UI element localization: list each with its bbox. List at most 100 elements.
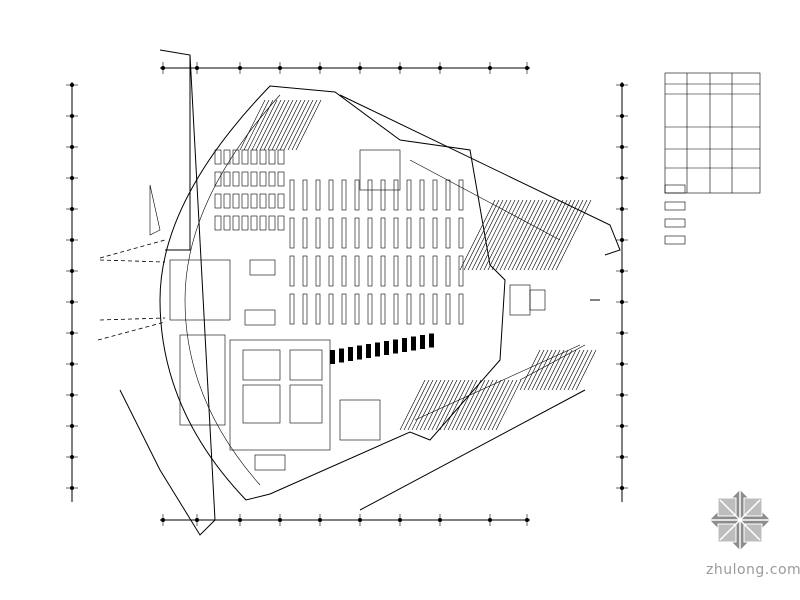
axis-bubble [620, 362, 624, 366]
axis-bubble [488, 518, 492, 522]
shelf [289, 179, 295, 211]
hatch-line [495, 379, 522, 431]
hatch-line [483, 199, 520, 271]
hatch-line [471, 379, 498, 431]
grid-axes [66, 62, 628, 526]
hatch-line [467, 379, 494, 431]
hatch-line [499, 199, 536, 271]
hatch-line [503, 199, 540, 271]
shelf [354, 217, 360, 249]
shelf [277, 149, 285, 165]
hatch-line [275, 99, 302, 151]
shelf [419, 293, 425, 325]
axis-bubble [525, 66, 529, 70]
shelf [406, 255, 412, 287]
hatch-line [491, 199, 528, 271]
hatch-line [547, 199, 584, 271]
hatch-line [487, 199, 524, 271]
shelf [214, 171, 222, 187]
shelf [214, 149, 222, 165]
shelf [419, 217, 425, 249]
axis-bubble [620, 424, 624, 428]
hatch-line [291, 99, 318, 151]
shelf [302, 255, 308, 287]
hatch-line [531, 349, 553, 391]
shelf [289, 255, 295, 287]
axis-bubble [70, 83, 74, 87]
shelf [214, 215, 222, 231]
shelf [406, 217, 412, 249]
hatch-line [511, 199, 548, 271]
axis-bubble [70, 393, 74, 397]
shelf [302, 179, 308, 211]
hatch-line [443, 379, 470, 431]
axis-bubble [238, 66, 242, 70]
shelf [277, 193, 285, 209]
hatch-line [495, 199, 532, 271]
hatch-line [283, 99, 310, 151]
hatch-line [523, 199, 560, 271]
checkout-counter [411, 336, 416, 351]
axis-bubble [620, 207, 624, 211]
shelf [458, 293, 464, 325]
hatch-line [475, 379, 502, 431]
shelf [223, 171, 231, 187]
checkout-counter [339, 348, 344, 363]
axis-bubble [70, 269, 74, 273]
checkout-counter [420, 335, 425, 349]
hatch-line [547, 349, 569, 391]
hatch-line [471, 199, 508, 271]
rooms [169, 149, 546, 471]
hatch-line [251, 99, 278, 151]
hatch-line [543, 349, 565, 391]
checkout-counter [366, 344, 371, 358]
axis-bubble [398, 518, 402, 522]
hatch-line [423, 379, 450, 431]
shelf [458, 179, 464, 211]
axis-bubble [438, 66, 442, 70]
shelf [328, 217, 334, 249]
shelf [315, 255, 321, 287]
shelf [268, 215, 276, 231]
shelf [380, 217, 386, 249]
shelf [393, 217, 399, 249]
shelf [250, 149, 258, 165]
shelf [406, 179, 412, 211]
hatch-line [531, 199, 568, 271]
hatch-line [435, 379, 462, 431]
shelf [458, 217, 464, 249]
shelf [268, 149, 276, 165]
checkout-counter [357, 345, 362, 360]
axis-bubble [70, 300, 74, 304]
hatch-line [563, 349, 585, 391]
hatched-areas [239, 99, 597, 431]
axis-bubble [620, 269, 624, 273]
axis-bubble [620, 83, 624, 87]
shelf [315, 179, 321, 211]
shelf [289, 293, 295, 325]
shelf [241, 193, 249, 209]
shelf [328, 255, 334, 287]
shelf [432, 179, 438, 211]
hatch-line [527, 199, 564, 271]
shelf [259, 193, 267, 209]
hatch-line [463, 379, 490, 431]
shelf [223, 149, 231, 165]
shelf [315, 217, 321, 249]
hatch-line [479, 379, 506, 431]
shelf [232, 171, 240, 187]
checkout-counter [402, 338, 407, 352]
axis-bubble [620, 455, 624, 459]
axis-bubble [70, 238, 74, 242]
shelf [354, 255, 360, 287]
axis-bubble [620, 331, 624, 335]
axis-bubble [70, 455, 74, 459]
hatch-line [491, 379, 518, 431]
checkout-counter [375, 342, 380, 357]
shelf [367, 255, 373, 287]
axis-bubble [318, 66, 322, 70]
hatch-line [555, 349, 577, 391]
hatch-line [539, 349, 561, 391]
shelf [445, 217, 451, 249]
axis-bubble [358, 66, 362, 70]
